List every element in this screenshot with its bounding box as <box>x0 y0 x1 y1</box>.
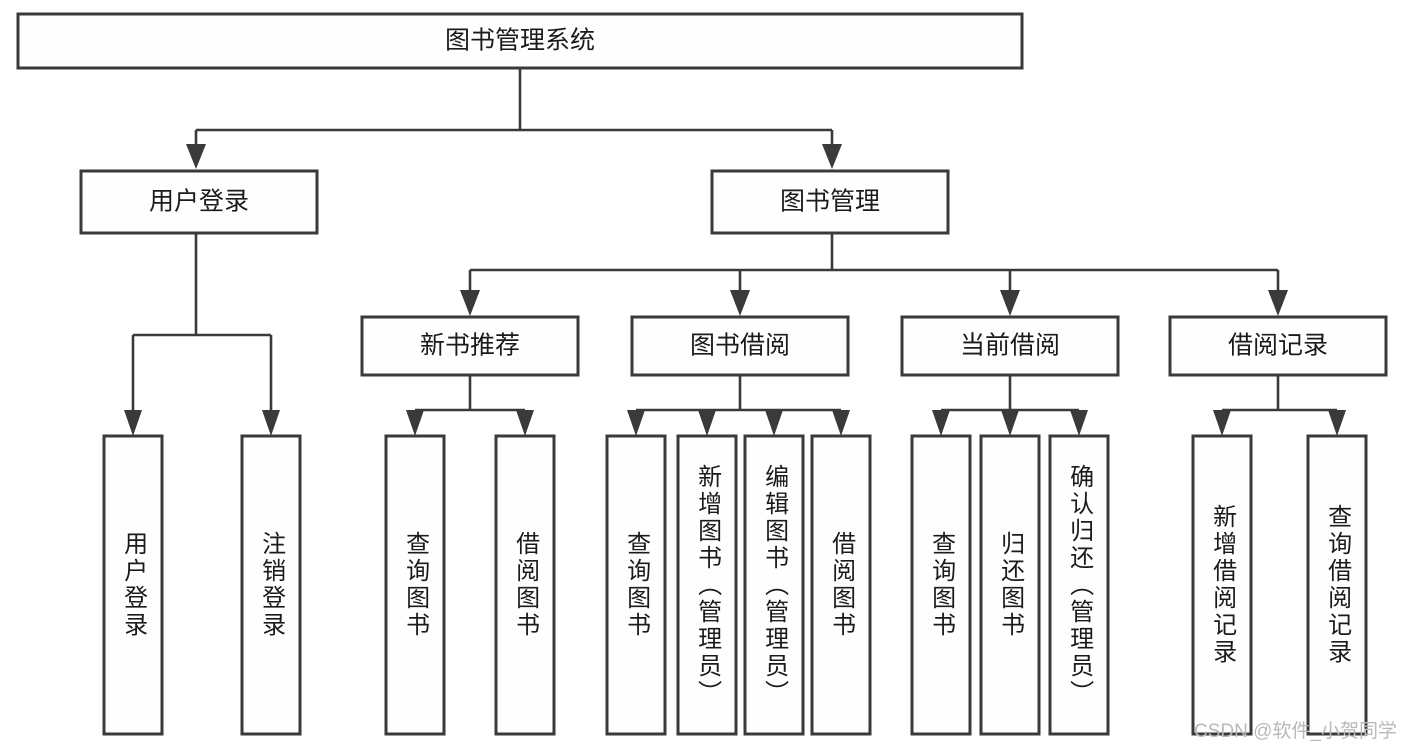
arrow-user-login-leaf2 <box>262 410 280 436</box>
node-new-book-box[interactable] <box>360 315 580 377</box>
leaf-box-user-login-2[interactable] <box>240 434 302 736</box>
csdn-watermark: CSDN @软件_小贺同学 <box>1194 721 1397 742</box>
node-group: 图书管理系统 用户登录 图书管理 新书推荐 图书借阅 当前借阅 借阅记录 <box>16 12 1388 736</box>
leaf-box-current-borrow-1[interactable] <box>910 434 972 736</box>
node-book-manage-label: 图书管理 <box>780 188 880 216</box>
leaf-box-new-book-2[interactable] <box>494 434 556 736</box>
node-borrow-record-box[interactable] <box>1168 315 1388 377</box>
arrow-borrow-record-leaf2 <box>1328 410 1346 436</box>
arrow-to-book-borrow <box>730 290 750 316</box>
arrow-new-book-leaf1 <box>406 410 424 436</box>
connector-group <box>124 68 1346 436</box>
arrow-to-borrow-record <box>1268 290 1288 316</box>
node-book-manage-box[interactable] <box>710 169 950 235</box>
arrow-new-book-leaf2 <box>516 410 534 436</box>
arrow-user-login-leaf1 <box>124 410 142 436</box>
node-user-login-label: 用户登录 <box>149 188 249 216</box>
node-borrow-record-label: 借阅记录 <box>1228 332 1328 360</box>
arrow-book-borrow-leaf1 <box>627 410 645 436</box>
node-root-box[interactable] <box>16 12 1024 70</box>
arrow-current-borrow-leaf2 <box>1001 410 1019 436</box>
leaf-box-current-borrow-2[interactable] <box>979 434 1041 736</box>
arrow-to-new-book <box>460 290 480 316</box>
arrow-to-user-login <box>186 144 206 169</box>
leaf-box-book-borrow-3[interactable] <box>743 434 805 736</box>
node-new-book-label: 新书推荐 <box>420 332 520 360</box>
arrow-to-book-manage <box>822 144 842 169</box>
node-root-label: 图书管理系统 <box>445 27 595 55</box>
node-current-borrow-label: 当前借阅 <box>960 332 1060 360</box>
leaf-box-new-book-1[interactable] <box>384 434 446 736</box>
leaf-box-book-borrow-2[interactable] <box>676 434 738 736</box>
leaf-box-book-borrow-4[interactable] <box>810 434 872 736</box>
arrow-book-borrow-leaf4 <box>832 410 850 436</box>
leaf-box-borrow-record-1[interactable] <box>1191 434 1253 736</box>
arrow-current-borrow-leaf1 <box>932 410 950 436</box>
leaf-box-user-login-1[interactable] <box>102 434 164 736</box>
arrow-to-current-borrow <box>1000 290 1020 316</box>
arrow-book-borrow-leaf2 <box>698 410 716 436</box>
node-book-borrow-label: 图书借阅 <box>690 332 790 360</box>
node-current-borrow-box[interactable] <box>900 315 1120 377</box>
leaf-box-borrow-record-2[interactable] <box>1306 434 1368 736</box>
node-book-borrow-box[interactable] <box>630 315 850 377</box>
node-user-login-box[interactable] <box>79 169 319 235</box>
arrow-book-borrow-leaf3 <box>765 410 783 436</box>
leaf-box-current-borrow-3[interactable] <box>1048 434 1110 736</box>
leaf-box-book-borrow-1[interactable] <box>605 434 667 736</box>
arrow-current-borrow-leaf3 <box>1070 410 1088 436</box>
arrow-borrow-record-leaf1 <box>1213 410 1231 436</box>
